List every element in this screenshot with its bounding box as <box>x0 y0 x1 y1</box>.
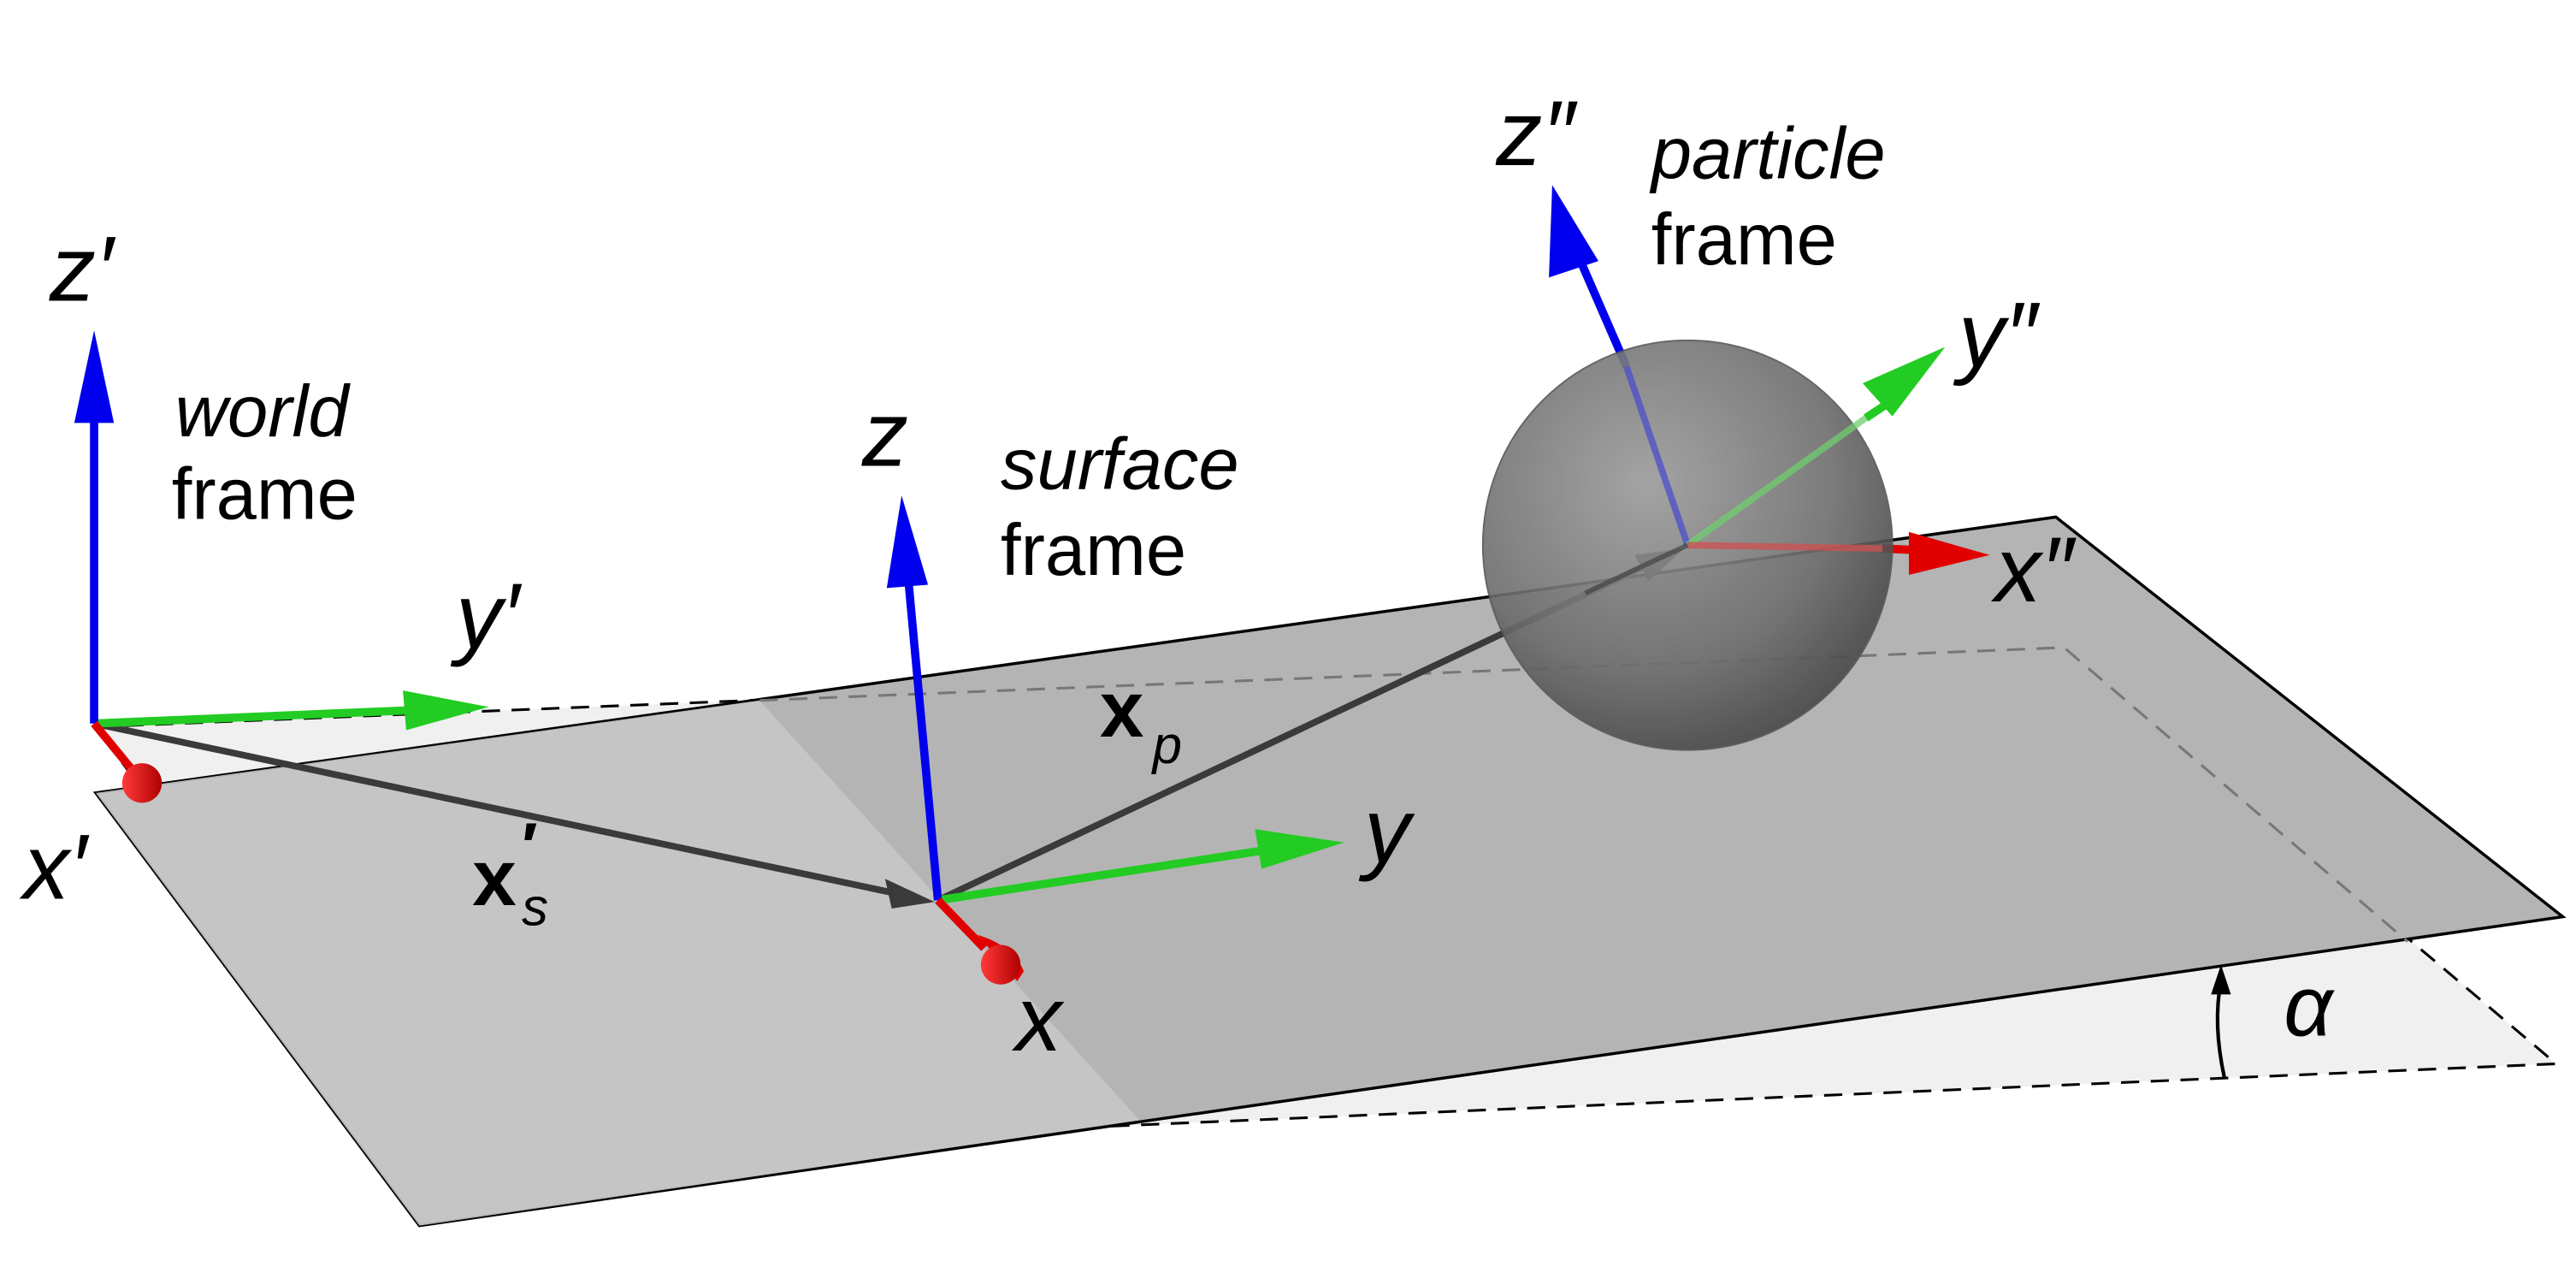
particle-z-label: z″ <box>1495 81 1578 185</box>
vector-xs-arrowhead <box>884 879 935 909</box>
world-x-arrowhead <box>121 763 162 803</box>
particle-z-axis-outer <box>1578 263 1631 369</box>
surface-y-label: y <box>1358 779 1415 882</box>
vector-xs-line <box>93 719 906 899</box>
reference-plane-hidden-edge <box>759 646 2409 943</box>
world-y-arrowhead <box>403 690 489 731</box>
angle-alpha-label: α <box>2284 959 2335 1055</box>
tilt-angle-marker <box>2211 964 2231 1078</box>
vector-xs-subscript: s <box>522 878 548 937</box>
particle-x-label: x″ <box>1990 518 2077 621</box>
world-frame-word: frame <box>172 453 357 535</box>
world-z-label: z′ <box>49 216 116 320</box>
surface-frame-word: frame <box>1001 510 1186 591</box>
vector-xs-prime: ′ <box>522 810 538 884</box>
world-y-axis <box>93 706 411 728</box>
particle-frame <box>1481 185 1990 751</box>
particle-frame-name: particle <box>1649 114 1886 195</box>
surface-z-arrowhead <box>886 495 929 589</box>
surface-z-label: z <box>861 382 908 486</box>
world-frame-name: world <box>175 371 352 453</box>
particle-z-arrowhead <box>1549 185 1598 278</box>
vector-xp-symbol: x <box>1100 665 1144 754</box>
world-z-arrowhead <box>74 330 115 423</box>
surface-frame-name: surface <box>1001 424 1239 506</box>
world-y-label: y′ <box>450 564 523 667</box>
world-frame <box>74 330 935 909</box>
world-x-axis <box>91 720 136 773</box>
vector-xs-symbol: x <box>472 833 517 922</box>
surface-y-axis <box>936 846 1262 905</box>
surface-x-label: x <box>1011 967 1065 1070</box>
particle-y-arrowhead <box>1862 346 1946 417</box>
vector-xs-label: x ′ s <box>472 810 548 938</box>
vector-xp-subscript: p <box>1151 716 1182 775</box>
surface-z-axis <box>904 577 942 901</box>
particle-frame-word: frame <box>1651 199 1837 281</box>
particle-y-label: y″ <box>1953 283 2041 387</box>
particle-x-arrowhead <box>1908 531 1990 575</box>
surface-x-axis <box>935 897 988 951</box>
world-x-label: x′ <box>19 814 90 918</box>
vector-xp-label: x p <box>1100 665 1182 775</box>
tilted-plane-light-facet <box>95 700 1140 1226</box>
